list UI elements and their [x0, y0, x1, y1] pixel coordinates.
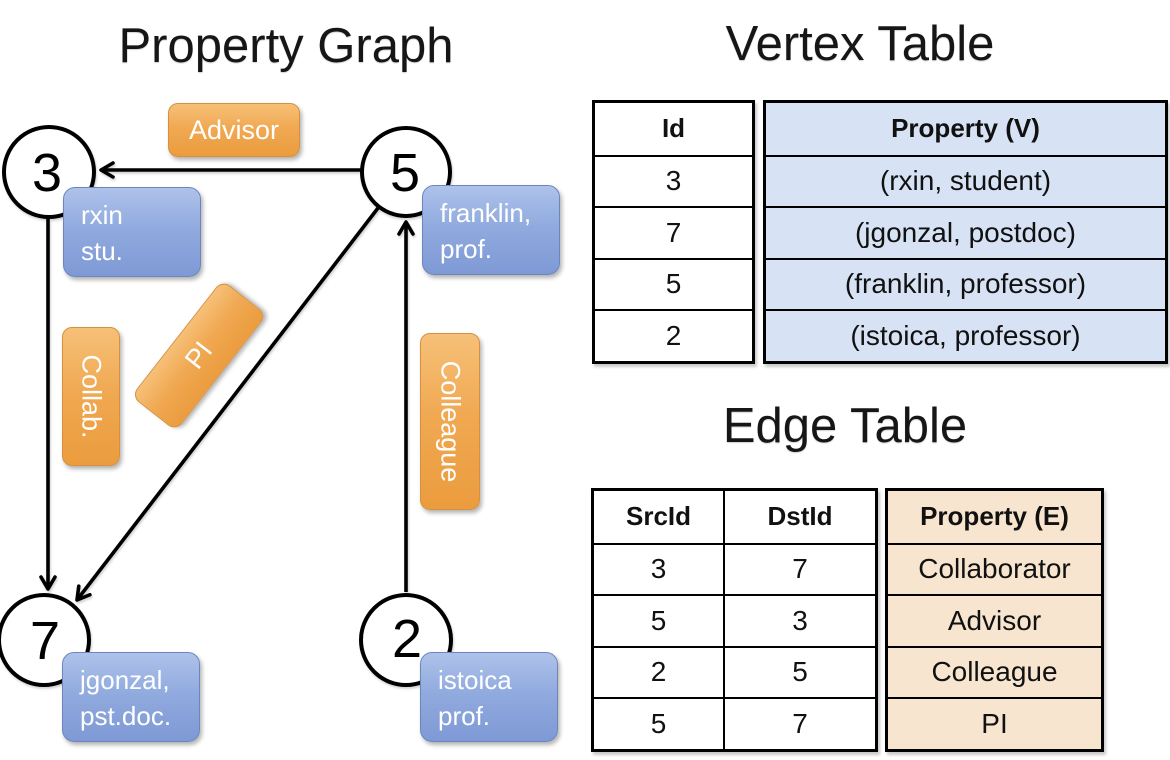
vertex-prop-box-3: rxin stu. [63, 187, 201, 277]
edge-label-colleague: Colleague [420, 333, 480, 510]
edge-table-srcid-cell: 5 [650, 604, 667, 636]
vertex-prop-3-line2: stu. [81, 236, 123, 266]
vertex-id-7: 7 [29, 611, 61, 671]
edge-table-property-cell: Advisor [888, 594, 1101, 646]
edge-table-header-row: SrcId DstId [594, 491, 875, 543]
vertex-prop-7-line1: jgonzal, [80, 665, 170, 695]
edge-table-dstid-cell: 7 [723, 544, 875, 594]
edge-table-property-cell: PI [888, 697, 1101, 749]
edge-table-property-cell: Colleague [888, 645, 1101, 697]
edge-table-row: 5 3 [594, 594, 875, 646]
vertex-id-5: 5 [389, 143, 421, 203]
edge-label-advisor: Advisor [168, 103, 300, 157]
vertex-prop-2-line1: istoica [438, 665, 512, 695]
edge-label-collab: Collab. [62, 327, 120, 466]
vertex-table-property-cell: (rxin, student) [766, 154, 1165, 206]
vertex-table-id-cell: 5 [595, 257, 752, 310]
edge-label-pi-text: PI [178, 335, 219, 375]
edge-table-dstid-cell: 7 [723, 699, 875, 749]
edge-table-srcid-cell: 2 [650, 656, 667, 688]
vertex-prop-box-5: franklin, prof. [422, 185, 560, 275]
property-graph-title: Property Graph [118, 19, 454, 73]
vertex-id-2: 2 [391, 609, 423, 669]
edge-table-property-cell: Collaborator [888, 542, 1101, 594]
edge-table-srcid-cell: 5 [650, 707, 667, 739]
vertex-table-property-header: Property (V) [766, 103, 1165, 155]
vertex-table-property-cell: (franklin, professor) [766, 257, 1165, 309]
vertex-id-3: 3 [31, 143, 63, 203]
vertex-table-property-cell: (istoica, professor) [766, 309, 1165, 361]
vertex-table-property-cell: (jgonzal, postdoc) [766, 206, 1165, 258]
vertex-prop-box-2: istoica prof. [420, 652, 558, 742]
edge-table-dstid-cell: 5 [723, 647, 875, 697]
vertex-table-id-cell: 7 [595, 206, 752, 258]
edge-table-id-columns: SrcId DstId 3 7 5 3 2 5 5 7 [591, 488, 878, 752]
edge-table-dstid-header: DstId [723, 491, 875, 543]
vertex-table-id-column: Id 3 7 5 2 [592, 100, 755, 364]
edge-pi-5-to-7 [75, 206, 380, 602]
edge-label-advisor-text: Advisor [188, 114, 280, 145]
edge-table-srcid-cell: 3 [650, 553, 667, 585]
vertex-table-id-cell: 2 [595, 309, 752, 361]
edge-table-property-header: Property (E) [888, 491, 1101, 543]
vertex-prop-3-line1: rxin [81, 200, 123, 230]
edge-table-dstid-cell: 3 [723, 596, 875, 646]
edge-table-property-column: Property (E) Collaborator Advisor Collea… [885, 488, 1104, 752]
edge-label-collab-text: Collab. [76, 354, 107, 439]
vertex-prop-5-line1: franklin, [440, 198, 532, 228]
edge-table-row: 5 7 [594, 697, 875, 749]
edge-label-colleague-text: Colleague [435, 360, 466, 483]
vertex-prop-7-line2: pst.doc. [80, 701, 172, 731]
vertex-prop-2-line2: prof. [438, 701, 491, 731]
edge-table-title: Edge Table [722, 399, 968, 453]
vertex-table-title: Vertex Table [725, 17, 995, 71]
vertex-table-property-column: Property (V) (rxin, student) (jgonzal, p… [763, 100, 1168, 364]
edge-table-srcid-header: SrcId [625, 501, 692, 532]
vertex-table-id-header: Id [661, 113, 686, 144]
vertex-prop-5-line2: prof. [440, 234, 493, 264]
vertex-table-id-cell: 3 [595, 154, 752, 207]
property-graph-figure [0, 125, 453, 687]
vertex-prop-box-7: jgonzal, pst.doc. [62, 652, 200, 742]
edge-table-row: 3 7 [594, 542, 875, 594]
edge-table-row: 2 5 [594, 645, 875, 697]
